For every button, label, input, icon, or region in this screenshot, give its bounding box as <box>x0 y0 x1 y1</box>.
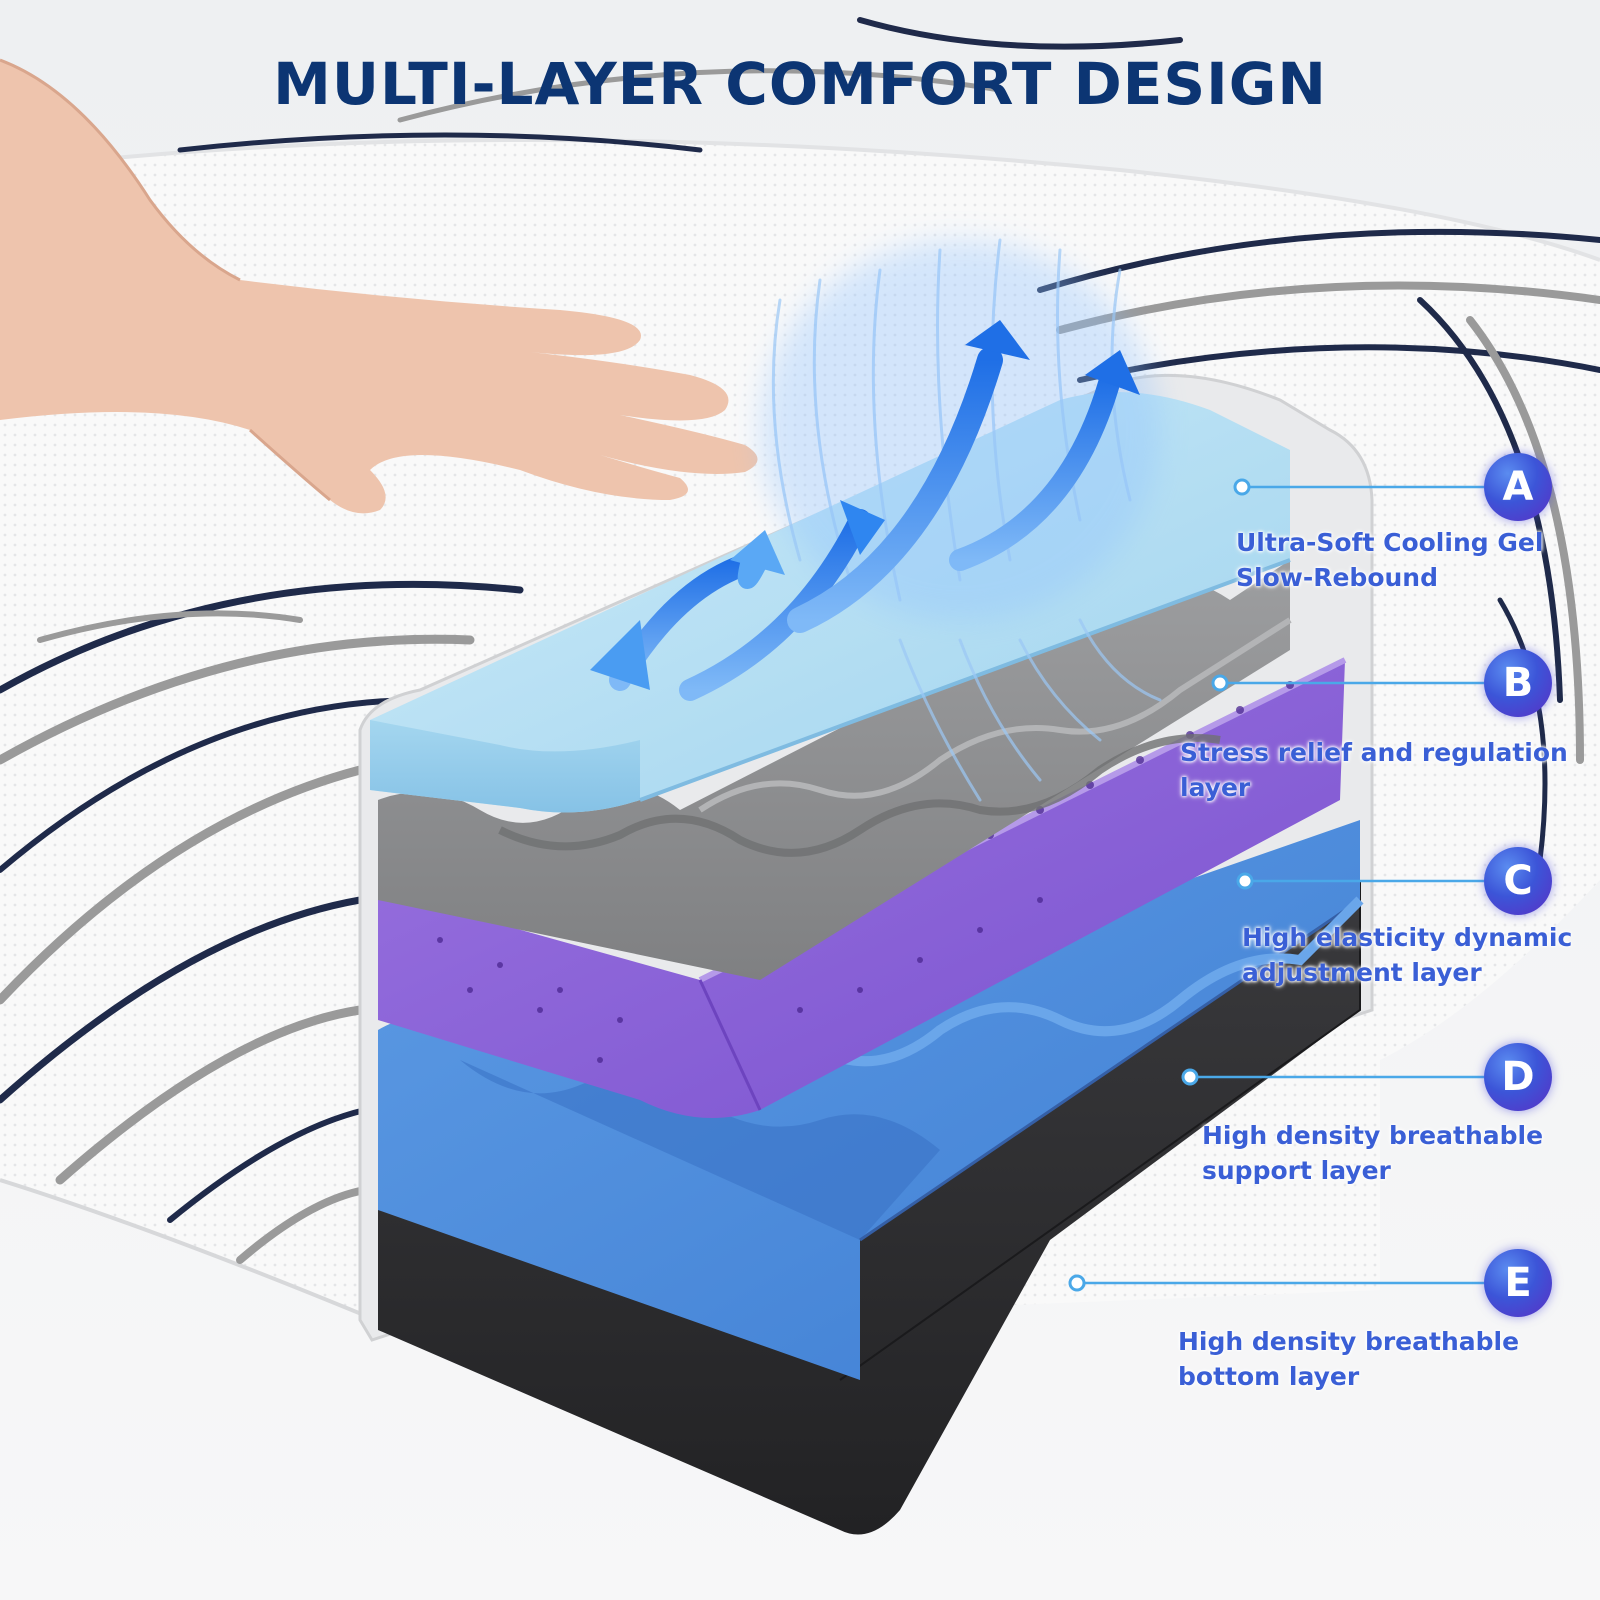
layer-d-description: High density breathable support layer <box>1202 1118 1543 1188</box>
airflow-arrows <box>590 320 1140 701</box>
layer-a-line2: Slow-Rebound <box>1236 563 1438 592</box>
layer-b-badge: B <box>1484 649 1552 717</box>
layer-e-description: High density breathable bottom layer <box>1178 1324 1519 1394</box>
layer-c-line2: adjustment layer <box>1242 958 1482 987</box>
layer-a-line1: Ultra-Soft Cooling Gel <box>1236 528 1544 557</box>
layer-d-badge: D <box>1484 1043 1552 1111</box>
layer-a-description: Ultra-Soft Cooling Gel Slow-Rebound <box>1236 525 1543 595</box>
layer-d-line1: High density breathable <box>1202 1121 1544 1150</box>
layer-c-line1: High elasticity dynamic <box>1242 923 1573 952</box>
hand <box>0 58 758 514</box>
layer-e-badge: E <box>1484 1249 1552 1317</box>
page-title: MULTI-LAYER COMFORT DESIGN <box>273 50 1327 118</box>
layer-b-description: Stress relief and regulation layer <box>1180 735 1568 805</box>
layer-c-description: High elasticity dynamic adjustment layer <box>1242 920 1572 990</box>
layer-a-badge: A <box>1484 453 1552 521</box>
layer-e-line1: High density breathable <box>1178 1327 1520 1356</box>
callout-connectors <box>1068 478 1484 1292</box>
layer-e-line2: bottom layer <box>1178 1362 1360 1391</box>
layer-b-line1: Stress relief and regulation <box>1180 738 1568 767</box>
layer-c-badge: C <box>1484 847 1552 915</box>
layer-b-relief <box>378 560 1292 980</box>
cover-wave-pattern <box>0 17 1600 1264</box>
layer-b-line2: layer <box>1180 773 1251 802</box>
layer-d-line2: support layer <box>1202 1156 1391 1185</box>
